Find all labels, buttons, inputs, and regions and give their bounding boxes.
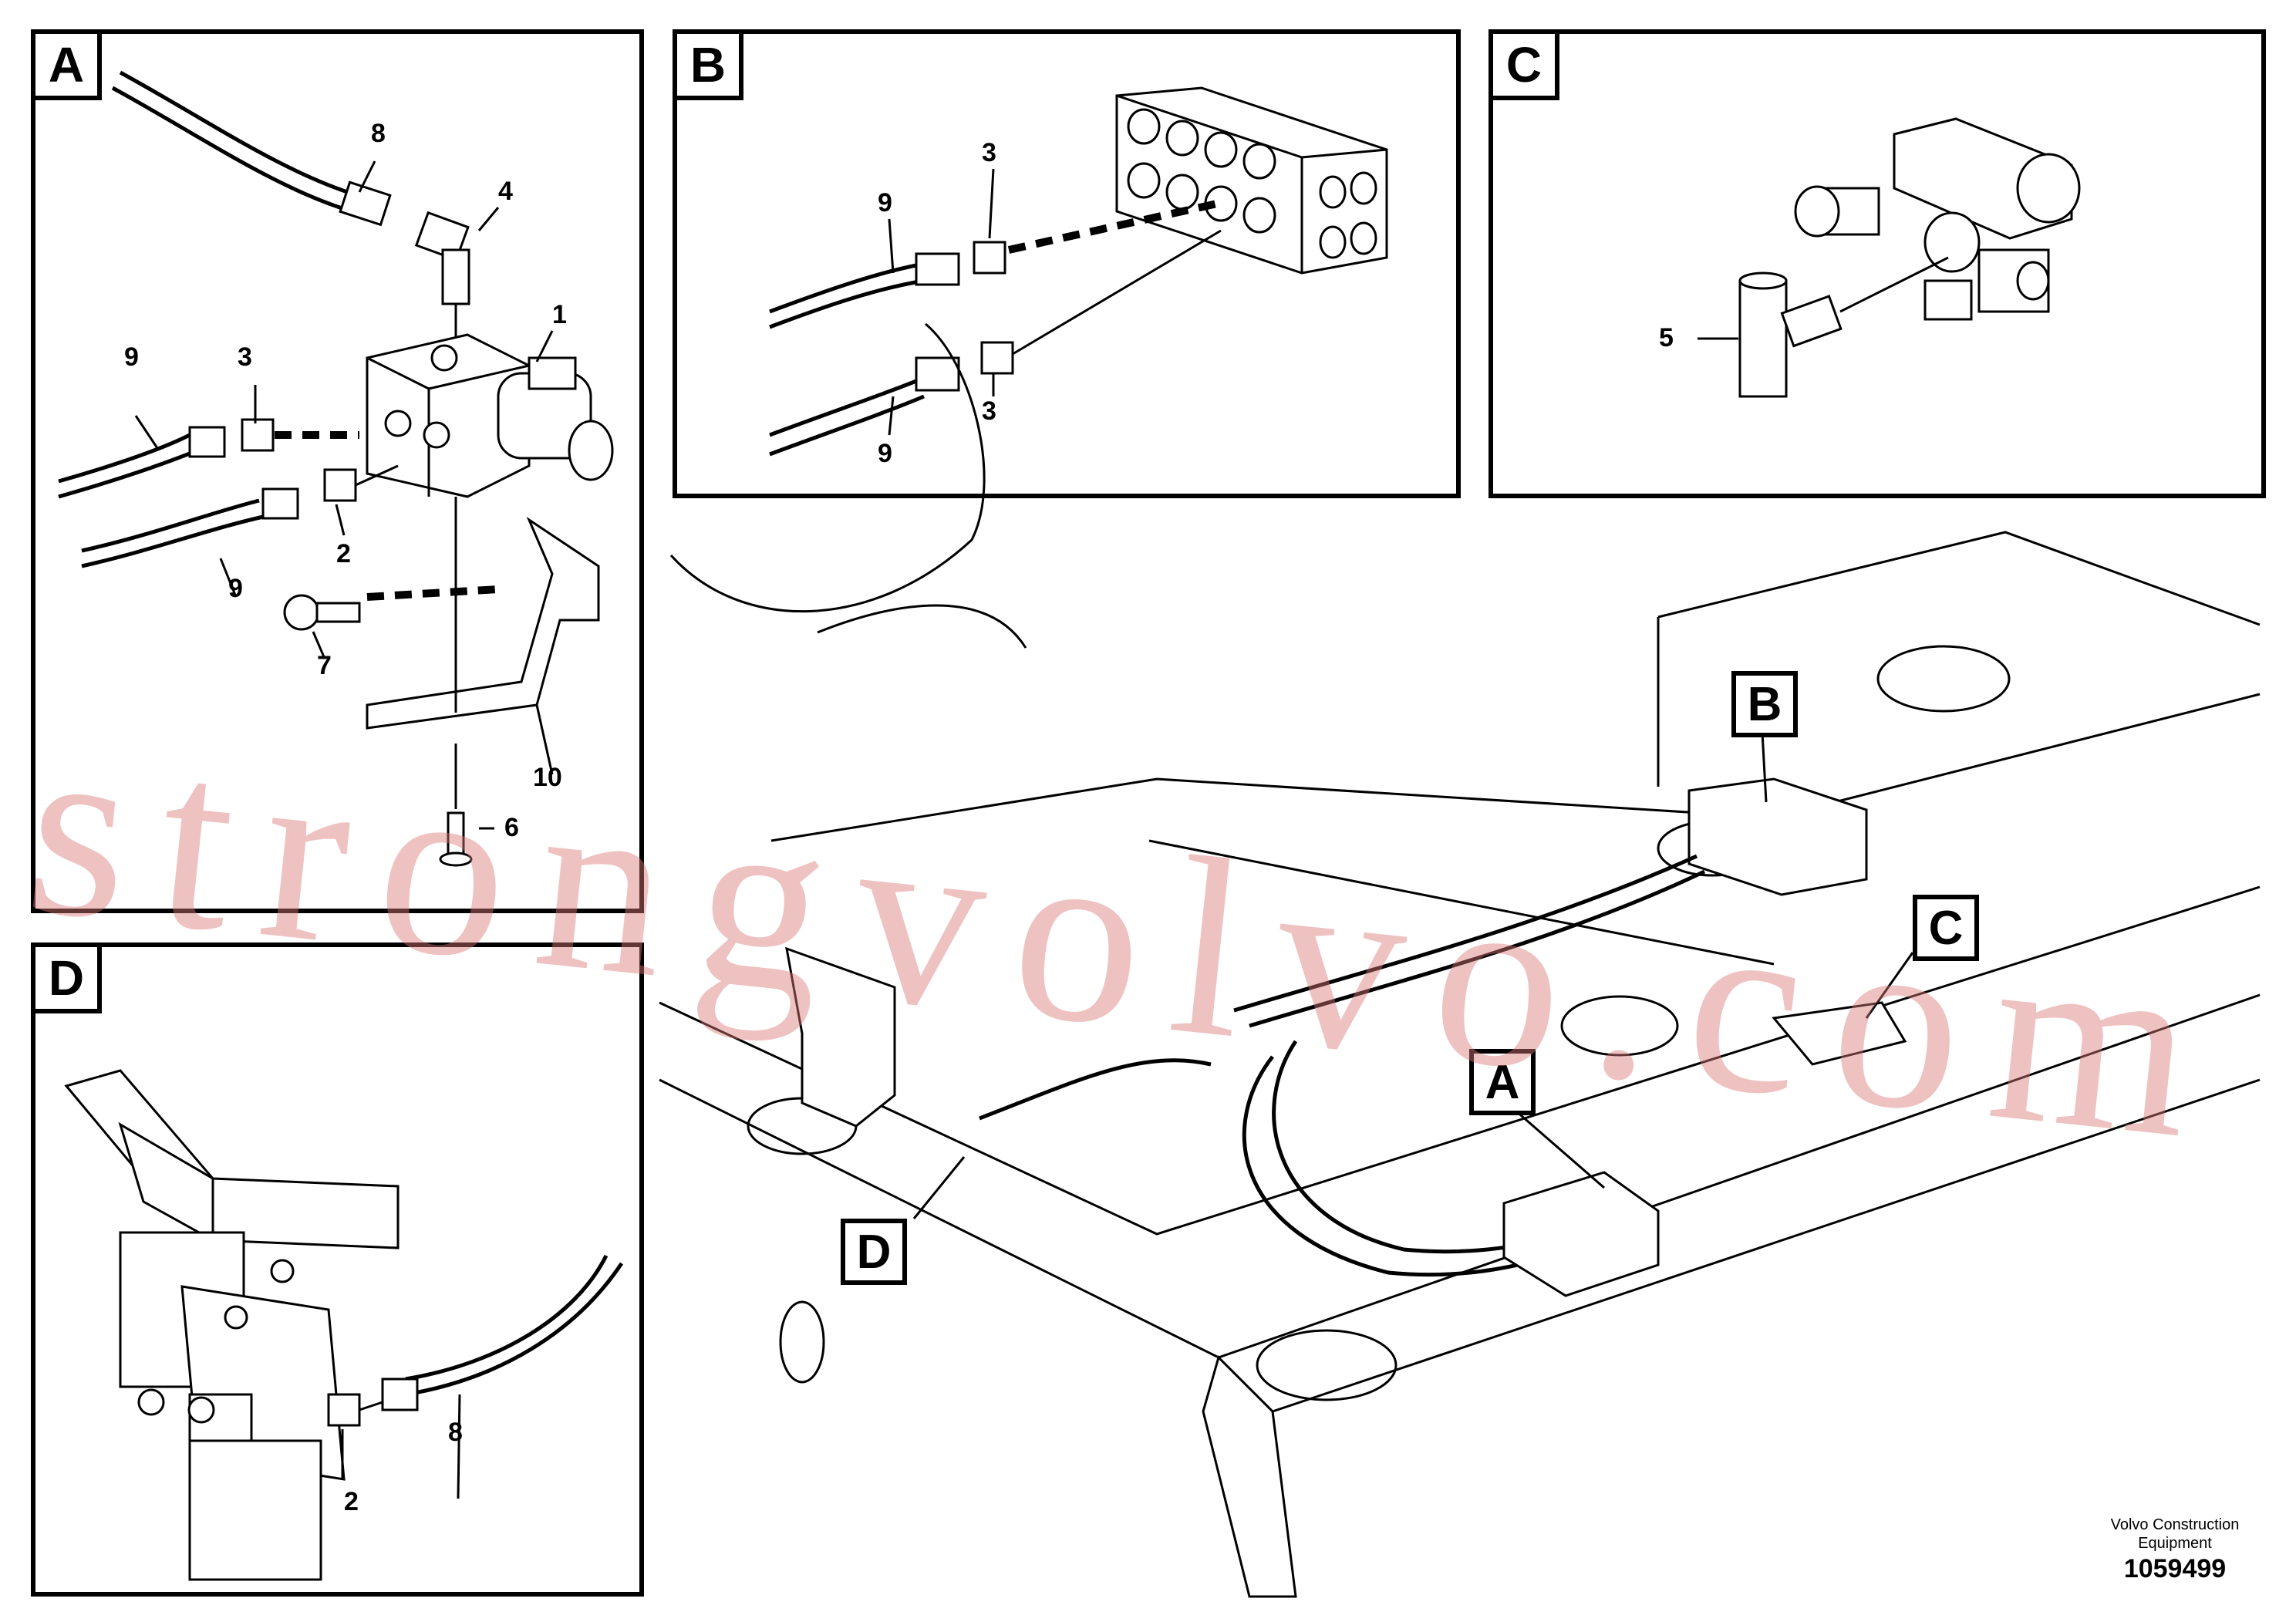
part-number-9: 9 — [124, 342, 139, 372]
panel-d-drawing — [64, 1069, 624, 1581]
part-number-3-upper: 3 — [982, 138, 996, 167]
panel-c-drawing — [1698, 117, 2081, 398]
company-line-1: Volvo Construction — [2110, 1516, 2240, 1533]
detail-panel-b: B — [673, 29, 1461, 498]
callout-d: D — [841, 1219, 907, 1285]
panel-label-a: A — [31, 29, 102, 100]
panel-b-drawing — [769, 86, 1388, 457]
panel-label-b: B — [673, 29, 743, 100]
part-number-8: 8 — [448, 1418, 463, 1447]
part-number-6: 6 — [504, 813, 519, 842]
drawing-number: 1059499 — [2123, 1554, 2227, 1583]
panel-label-c: C — [1489, 29, 1559, 100]
part-number-3: 3 — [238, 342, 252, 372]
part-number-8: 8 — [371, 119, 386, 148]
callout-c: C — [1913, 895, 1979, 961]
callout-a: A — [1469, 1049, 1536, 1115]
part-number-7: 7 — [317, 651, 332, 680]
company-line-2: Equipment — [2138, 1535, 2212, 1552]
part-number-9-lower: 9 — [228, 574, 243, 603]
part-number-9-lower: 9 — [878, 439, 892, 468]
company-name: Volvo Construction Equipment — [2075, 1516, 2275, 1553]
part-number-2: 2 — [336, 539, 351, 568]
part-number-4: 4 — [498, 177, 513, 206]
part-number-9-upper: 9 — [878, 188, 892, 218]
detail-panel-a: A — [31, 29, 644, 913]
part-number-2: 2 — [344, 1487, 359, 1516]
part-number-3-lower: 3 — [982, 396, 996, 426]
part-number-10: 10 — [533, 763, 562, 792]
part-number-5: 5 — [1659, 323, 1674, 352]
detail-panel-c: C 5 — [1489, 29, 2266, 498]
detail-panel-d: D 2 8 — [31, 943, 644, 1597]
panel-label-d: D — [31, 943, 102, 1013]
panel-a-drawing — [58, 70, 614, 867]
callout-b: B — [1731, 671, 1798, 737]
part-number-1: 1 — [552, 300, 567, 329]
